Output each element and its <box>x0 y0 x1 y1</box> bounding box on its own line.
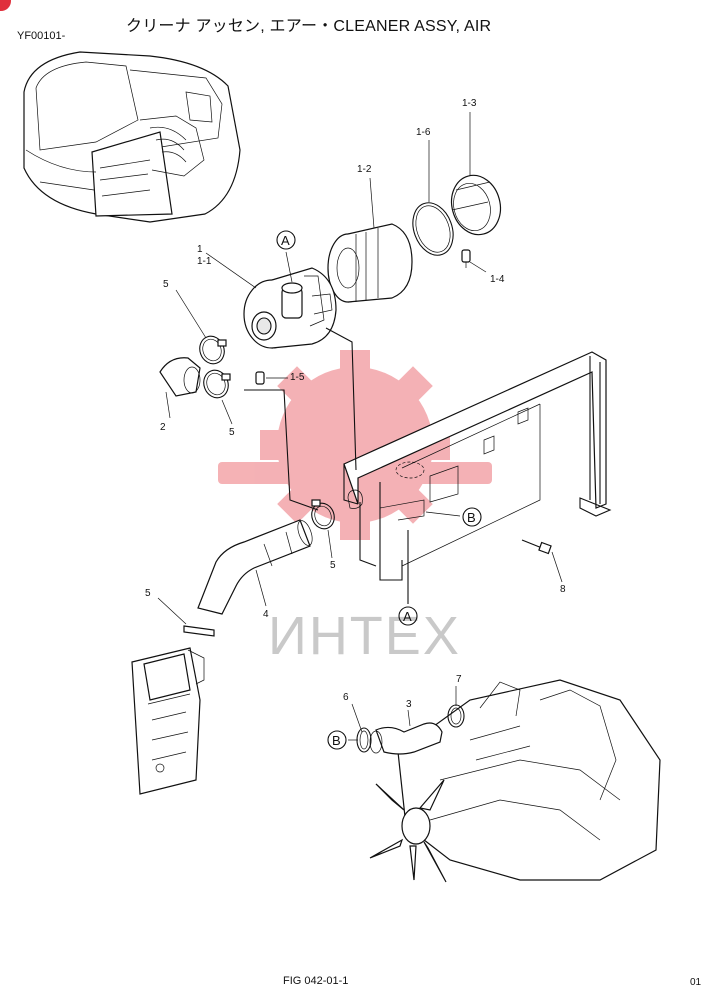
callout-b-left: B <box>327 730 347 750</box>
label-2: 2 <box>160 422 166 433</box>
label-7: 7 <box>456 674 462 685</box>
cover-part <box>450 174 502 236</box>
callout-a-top: A <box>276 230 296 250</box>
label-1-6: 1-6 <box>416 127 431 138</box>
page-number: 01 <box>690 977 702 988</box>
hose-clamp-6 <box>356 727 372 753</box>
part-labels: 1 1-1 1-2 1-3 1-4 1-5 1-6 2 3 4 5 5 5 5 … <box>145 98 566 710</box>
cleaner-body-part <box>243 267 337 349</box>
elbow-hose-part <box>159 357 201 397</box>
label-5-clamp: 5 <box>330 560 336 571</box>
label-5-mid: 5 <box>229 427 235 438</box>
engine-illustration <box>369 679 661 883</box>
drain-valve-part <box>255 371 265 385</box>
label-1-2: 1-2 <box>357 164 372 175</box>
callout-a-top-text: A <box>281 233 290 248</box>
label-1-3: 1-3 <box>462 98 477 109</box>
label-3: 3 <box>406 699 412 710</box>
mount-frame <box>343 351 612 581</box>
sleeve-part <box>183 625 215 637</box>
hose-clamp-frame <box>311 499 335 530</box>
callout-b-right-text: B <box>467 510 476 525</box>
callout-a-bottom-text: A <box>403 609 412 624</box>
label-8: 8 <box>560 584 566 595</box>
intake-hose-part <box>197 519 313 615</box>
corner-mark <box>0 0 11 11</box>
label-1-1: 1-1 <box>197 256 212 267</box>
label-6: 6 <box>343 692 349 703</box>
watermark-text: ИНТЕХ <box>268 606 461 666</box>
label-5-left: 5 <box>145 588 151 599</box>
label-4: 4 <box>263 609 269 620</box>
valve-part <box>461 249 471 268</box>
label-1-5: 1-5 <box>290 372 305 383</box>
machine-cab-illustration <box>23 51 241 223</box>
cooling-fan <box>369 779 447 883</box>
watermark: ИНТЕХ <box>218 350 492 666</box>
filter-element-part <box>327 223 413 303</box>
label-1-4: 1-4 <box>490 274 505 285</box>
figure-reference: FIG 042-01-1 <box>283 975 349 987</box>
coolant-hose-part <box>369 722 443 755</box>
label-1: 1 <box>197 244 203 255</box>
hose-clamp-top <box>199 335 227 365</box>
label-5-top: 5 <box>163 279 169 290</box>
hose-clamp-lower <box>203 369 231 399</box>
diagram-title: クリーナ アッセン, エアー・CLEANER ASSY, AIR <box>126 18 492 35</box>
callout-b-right: B <box>462 507 482 527</box>
bolt-part <box>521 539 552 555</box>
leader-lines <box>157 112 563 741</box>
electrical-box-illustration <box>131 647 205 795</box>
callout-a-bottom: A <box>398 606 418 626</box>
document-code: YF00101- <box>17 30 66 42</box>
o-ring-part <box>412 202 454 256</box>
callout-b-left-text: B <box>332 733 341 748</box>
